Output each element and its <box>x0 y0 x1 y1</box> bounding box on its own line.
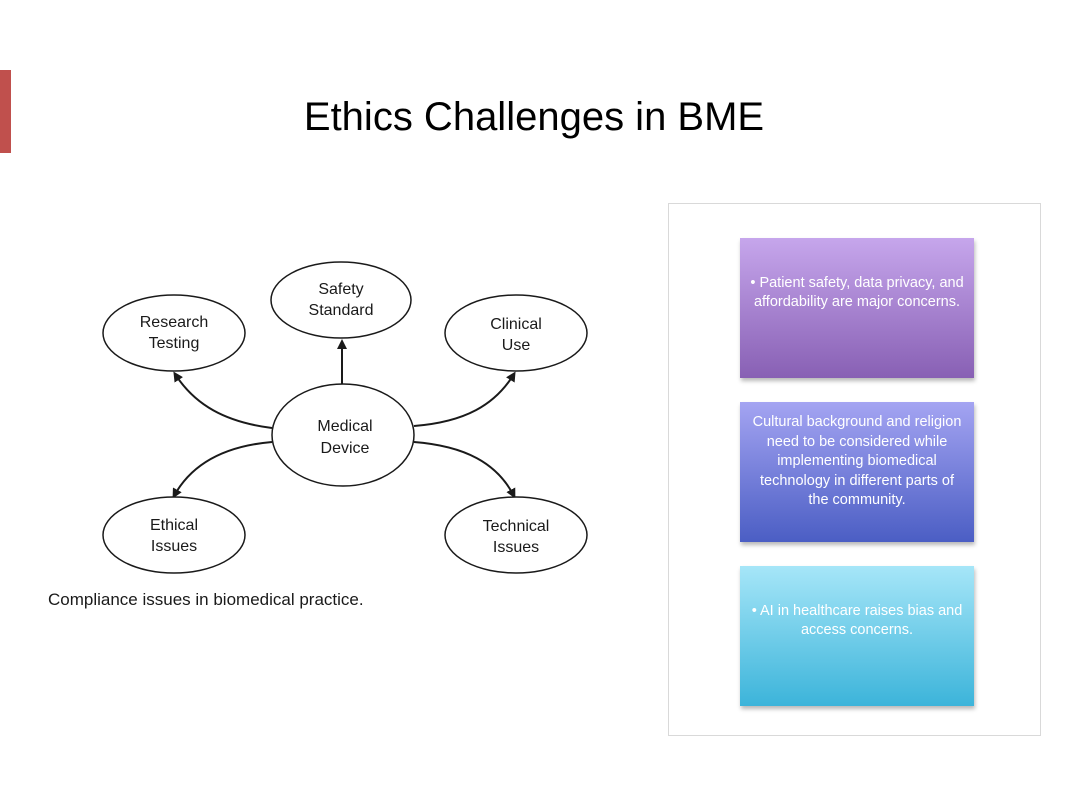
concern-card-text: Cultural background and religion need to… <box>752 414 962 509</box>
concern-card-text: • Patient safety, data privacy, and affo… <box>750 274 964 311</box>
concern-card-cultural: Cultural background and religion need to… <box>740 402 974 542</box>
node-research-line2: Testing <box>149 335 200 352</box>
concern-card-safety-privacy: • Patient safety, data privacy, and affo… <box>740 238 974 378</box>
node-technical-line1: Technical <box>483 518 550 535</box>
concern-card-text: • AI in healthcare raises bias and acces… <box>751 602 963 639</box>
node-center-line1: Medical <box>317 418 372 435</box>
node-safety-line1: Safety <box>318 281 363 298</box>
node-clinical-line1: Clinical <box>490 316 542 333</box>
node-safety-line2: Standard <box>309 302 374 319</box>
node-technical-issues: Technical Issues <box>444 496 588 574</box>
medical-device-diagram: Safety Standard Research Testing Clinica… <box>48 261 588 609</box>
node-ethical-issues: Ethical Issues <box>102 496 246 574</box>
node-safety-standard: Safety Standard <box>270 261 412 339</box>
node-clinical-use: Clinical Use <box>444 294 588 372</box>
node-research-testing: Research Testing <box>102 294 246 372</box>
node-clinical-line2: Use <box>502 337 531 354</box>
concern-card-ai: • AI in healthcare raises bias and acces… <box>740 566 974 706</box>
node-ethical-line1: Ethical <box>150 517 198 534</box>
accent-bar <box>0 70 11 153</box>
diagram-caption: Compliance issues in biomedical practice… <box>48 590 364 609</box>
arrow-to-clinical <box>413 371 516 427</box>
arrow-to-technical <box>413 441 516 499</box>
concerns-panel: • Patient safety, data privacy, and affo… <box>668 203 1041 736</box>
slide-title: Ethics Challenges in BME <box>303 95 765 139</box>
node-ethical-line2: Issues <box>151 538 197 555</box>
node-center-line2: Device <box>321 440 370 457</box>
node-research-line1: Research <box>140 314 208 331</box>
node-medical-device: Medical Device <box>271 383 415 487</box>
arrow-to-ethical <box>172 441 273 499</box>
arrow-to-research <box>173 371 273 429</box>
node-technical-line2: Issues <box>493 539 539 556</box>
